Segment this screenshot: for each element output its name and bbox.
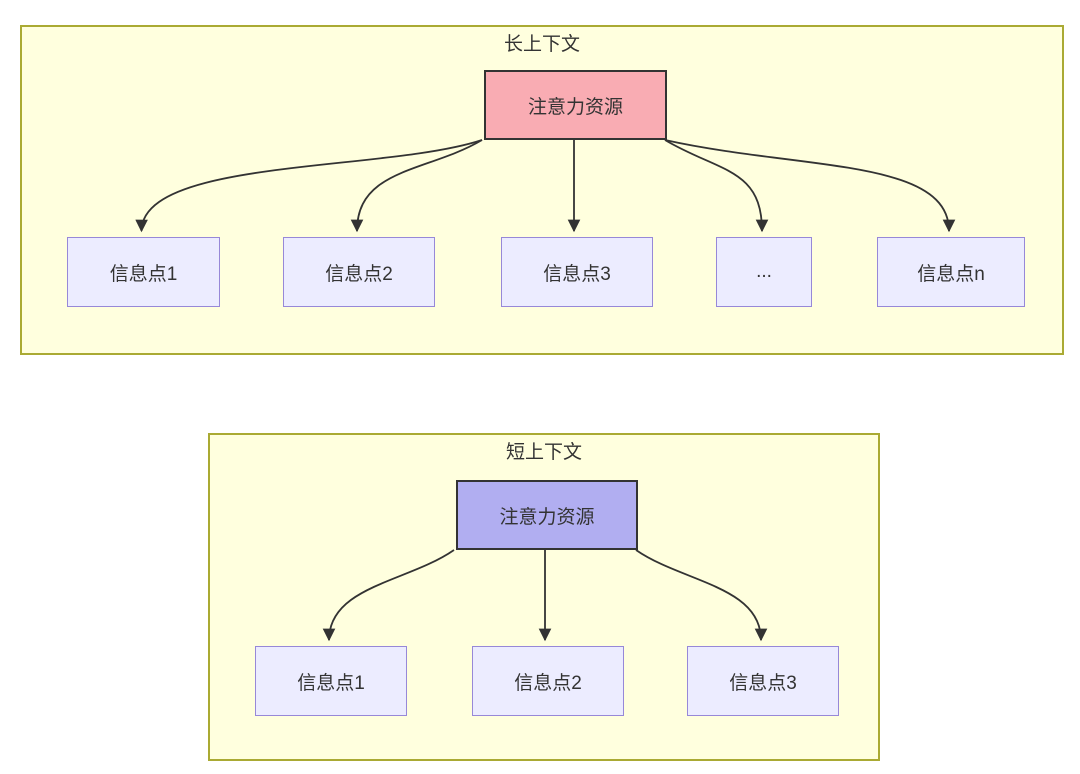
- info-node-label: 信息点1: [109, 263, 178, 285]
- long-info-point-3-node: 信息点3: [501, 237, 653, 307]
- short-info-point-3-node: 信息点3: [687, 646, 839, 716]
- info-node-label: ...: [756, 261, 772, 282]
- long-context-attention-node: 注意力资源: [484, 70, 667, 140]
- short-context-title: 短上下文: [505, 442, 582, 463]
- info-node-label: 信息点1: [297, 672, 365, 694]
- short-info-point-2-node: 信息点2: [472, 646, 624, 716]
- long-info-point-ellipsis-node: ...: [716, 237, 812, 307]
- short-info-point-1-node: 信息点1: [255, 646, 407, 716]
- info-node-label: 信息点2: [514, 672, 582, 694]
- long-info-point-2-node: 信息点2: [283, 237, 435, 307]
- long-context-title: 长上下文: [503, 34, 580, 55]
- short-context-container: 短上下文 注意力资源 信息点1 信息点2 信息点3: [208, 433, 880, 761]
- info-node-label: 信息点n: [917, 263, 985, 285]
- attention-node-label: 注意力资源: [527, 96, 623, 118]
- info-node-label: 信息点3: [543, 263, 611, 285]
- attention-node-label: 注意力资源: [499, 506, 595, 528]
- info-node-label: 信息点2: [325, 263, 393, 285]
- long-context-container: 长上下文 注意力资源 信息点1 信息点2 信息点3 ... 信息点n: [20, 25, 1064, 355]
- short-context-attention-node: 注意力资源: [456, 480, 638, 550]
- info-node-label: 信息点3: [729, 672, 797, 694]
- long-info-point-1-node: 信息点1: [67, 237, 220, 307]
- long-info-point-n-node: 信息点n: [877, 237, 1025, 307]
